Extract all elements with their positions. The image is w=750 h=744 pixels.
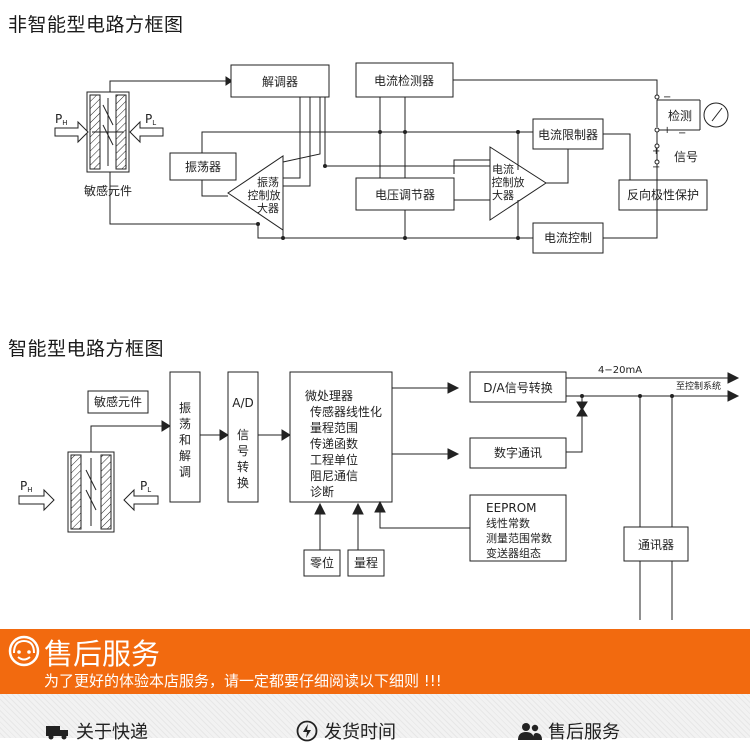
signal-label: 信号 (674, 150, 698, 164)
info-tabs: 关于快递 发货时间 售后服务 (0, 694, 750, 743)
banner-subtitle: 为了更好的体验本店服务，请一定都要仔细阅读以下细则 !!! (44, 672, 442, 690)
pl2-label: PL (140, 479, 151, 494)
digital-comm-label: 数字通讯 (494, 445, 542, 460)
current-detector-label: 电流检测器 (374, 73, 434, 88)
micro-5: 工程单位 (310, 452, 358, 467)
micro-2: 传感器线性化 (310, 404, 382, 419)
detect-label: 检测 (668, 108, 692, 123)
sensor-element (86, 91, 130, 173)
osc-demod-3: 和 (179, 433, 191, 447)
micro-4: 传递函数 (310, 436, 358, 451)
section1-title: 非智能型电路方框图 (8, 14, 184, 36)
smart-circuit-diagram: 敏感元件 PH PL 振 荡 和 解 调 A/D 信 号 转 换 微处理器 传感… (18, 365, 740, 620)
communicator-label: 通讯器 (638, 538, 674, 552)
micro-1: 微处理器 (305, 389, 353, 403)
tab-shipping-label: 关于快递 (76, 722, 148, 743)
pl-label: PL (145, 112, 156, 127)
ad-5: 转 (237, 459, 249, 474)
eeprom-4: 变送器组态 (486, 546, 541, 560)
sensor2-label: 敏感元件 (94, 394, 142, 409)
reverse-protect-label: 反向极性保护 (627, 187, 699, 202)
sensor-label: 敏感元件 (84, 183, 132, 198)
eeprom-3: 测量范围常数 (486, 531, 552, 545)
osc-amp-label-3: 大器 (257, 201, 279, 215)
tab-after-sales[interactable]: 售后服务 (518, 718, 620, 744)
tab-delivery-time[interactable]: 发货时间 (296, 718, 396, 744)
osc-amp-label-2: 控制放 (248, 188, 281, 202)
current-amp-label-1: 电流 (492, 162, 514, 176)
section2-title: 智能型电路方框图 (8, 338, 165, 360)
eeprom-2: 线性常数 (486, 516, 530, 530)
current-control-label: 电流控制 (544, 231, 592, 245)
svg-text:−: − (678, 128, 686, 139)
lightning-icon (296, 720, 318, 742)
tab-delivery-time-label: 发货时间 (324, 722, 396, 743)
da-label: D/A信号转换 (483, 380, 553, 395)
micro-7: 诊断 (310, 484, 334, 499)
truck-icon (46, 726, 68, 740)
current-range-label: 4−20mA (598, 365, 642, 376)
headset-icon (8, 635, 40, 667)
to-control-label: 至控制系统 (676, 380, 721, 392)
voltage-regulator-label: 电压调节器 (375, 188, 435, 202)
svg-text:+: + (663, 125, 671, 136)
range-label: 量程 (354, 555, 378, 570)
after-sales-banner: 售后服务 为了更好的体验本店服务，请一定都要仔细阅读以下细则 !!! (0, 629, 750, 694)
demodulator-label: 解调器 (262, 75, 298, 89)
oscillator-label: 振荡器 (185, 160, 221, 174)
current-amp-label-2: 控制放 (492, 175, 525, 189)
ph-label: PH (55, 112, 68, 127)
osc-demod-1: 振 (179, 401, 191, 415)
non-smart-circuit-diagram: PH PL 敏感元件 解调器 电流检测器 电流限制器 振荡器 振荡 控制放 大器… (54, 62, 729, 254)
ad-4: 号 (237, 444, 249, 458)
tab-shipping[interactable]: 关于快递 (46, 718, 148, 744)
zero-label: 零位 (310, 555, 334, 570)
micro-3: 量程范围 (310, 420, 358, 435)
ph2-label: PH (20, 479, 33, 494)
ad-6: 换 (237, 476, 249, 490)
ad-3: 信 (237, 428, 249, 442)
osc-demod-5: 调 (179, 465, 191, 479)
ad-1: A/D (232, 396, 254, 410)
osc-amp-label-1: 振荡 (257, 175, 279, 189)
micro-6: 阻尼通信 (310, 469, 358, 483)
osc-demod-2: 荡 (179, 417, 191, 431)
tab-after-sales-label: 售后服务 (548, 722, 620, 743)
svg-text:−: − (663, 92, 671, 103)
eeprom-1: EEPROM (486, 501, 537, 515)
svg-text:+: + (652, 146, 660, 157)
svg-text:−: − (652, 162, 660, 173)
users-icon (518, 723, 542, 740)
banner-title: 售后服务 (44, 637, 161, 671)
current-limiter-label: 电流限制器 (538, 128, 598, 142)
osc-demod-4: 解 (179, 449, 191, 463)
current-amp-label-3: 大器 (492, 188, 514, 202)
